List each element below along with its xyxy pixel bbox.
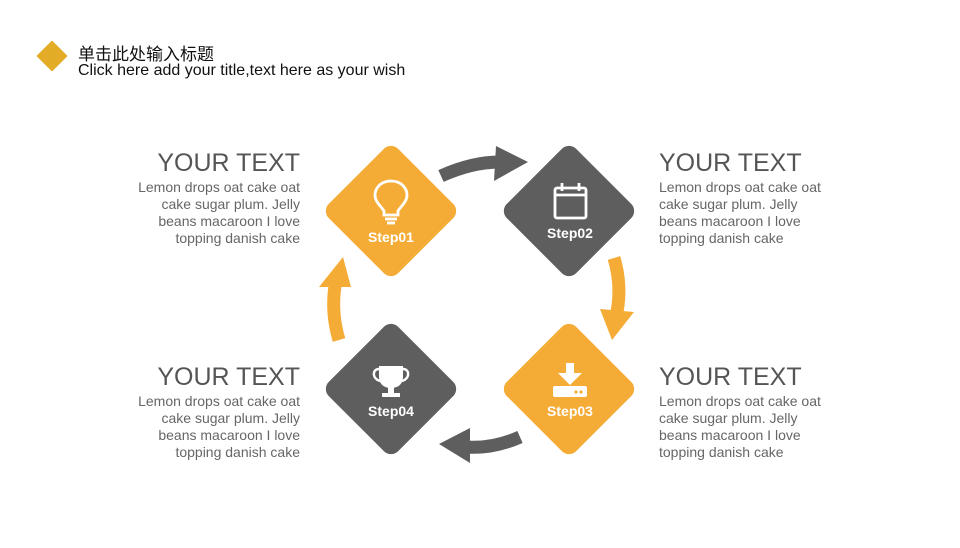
step04-node[interactable]: Step04 bbox=[322, 320, 461, 459]
download-icon bbox=[553, 363, 587, 397]
block-line: Lemon drops oat cake oat bbox=[138, 393, 300, 409]
trophy-icon bbox=[372, 366, 410, 397]
block-line: Lemon drops oat cake oat bbox=[138, 179, 300, 195]
block-body: Lemon drops oat cake oat cake sugar plum… bbox=[125, 393, 300, 461]
block-heading: YOUR TEXT bbox=[157, 149, 300, 177]
page-title[interactable]: 单击此处输入标题 bbox=[78, 45, 214, 65]
text-block-step02: YOUR TEXT Lemon drops oat cake oat cake … bbox=[659, 149, 834, 247]
step02-node[interactable]: Step02 bbox=[500, 142, 639, 281]
block-line: beans macaroon I love bbox=[659, 213, 801, 229]
arrow-step03-to-step04 bbox=[439, 428, 523, 463]
block-line: Lemon drops oat cake oat bbox=[659, 179, 821, 195]
block-body: Lemon drops oat cake oat cake sugar plum… bbox=[659, 179, 834, 247]
block-line: topping danish cake bbox=[175, 444, 300, 460]
block-line: topping danish cake bbox=[175, 230, 300, 246]
step01-label: Step01 bbox=[368, 229, 414, 245]
text-block-step03: YOUR TEXT Lemon drops oat cake oat cake … bbox=[659, 363, 834, 461]
step01-node[interactable]: Step01 bbox=[322, 142, 461, 281]
page-subtitle[interactable]: Click here add your title,text here as y… bbox=[78, 62, 406, 79]
step03-label: Step03 bbox=[547, 403, 593, 419]
step03-node[interactable]: Step03 bbox=[500, 320, 639, 459]
arrow-step04-to-step01 bbox=[319, 257, 351, 342]
block-body: Lemon drops oat cake oat cake sugar plum… bbox=[125, 179, 300, 247]
block-line: topping danish cake bbox=[659, 444, 784, 460]
block-line: cake sugar plum. Jelly bbox=[161, 410, 300, 426]
text-block-step04: YOUR TEXT Lemon drops oat cake oat cake … bbox=[125, 363, 300, 461]
text-block-step01: YOUR TEXT Lemon drops oat cake oat cake … bbox=[125, 149, 300, 247]
arrow-step01-to-step02 bbox=[438, 146, 528, 182]
calendar-icon bbox=[553, 183, 588, 220]
block-line: cake sugar plum. Jelly bbox=[659, 196, 798, 212]
block-body: Lemon drops oat cake oat cake sugar plum… bbox=[659, 393, 834, 461]
block-heading: YOUR TEXT bbox=[157, 363, 300, 391]
block-line: Lemon drops oat cake oat bbox=[659, 393, 821, 409]
block-line: beans macaroon I love bbox=[158, 213, 300, 229]
step04-label: Step04 bbox=[368, 403, 414, 419]
block-line: topping danish cake bbox=[659, 230, 784, 246]
arrow-step02-to-step03 bbox=[600, 256, 634, 340]
block-line: cake sugar plum. Jelly bbox=[659, 410, 798, 426]
block-line: cake sugar plum. Jelly bbox=[161, 196, 300, 212]
block-heading: YOUR TEXT bbox=[659, 363, 802, 391]
block-line: beans macaroon I love bbox=[659, 427, 801, 443]
step02-label: Step02 bbox=[547, 225, 593, 241]
lightbulb-icon bbox=[373, 179, 409, 225]
block-heading: YOUR TEXT bbox=[659, 149, 802, 177]
block-line: beans macaroon I love bbox=[158, 427, 300, 443]
